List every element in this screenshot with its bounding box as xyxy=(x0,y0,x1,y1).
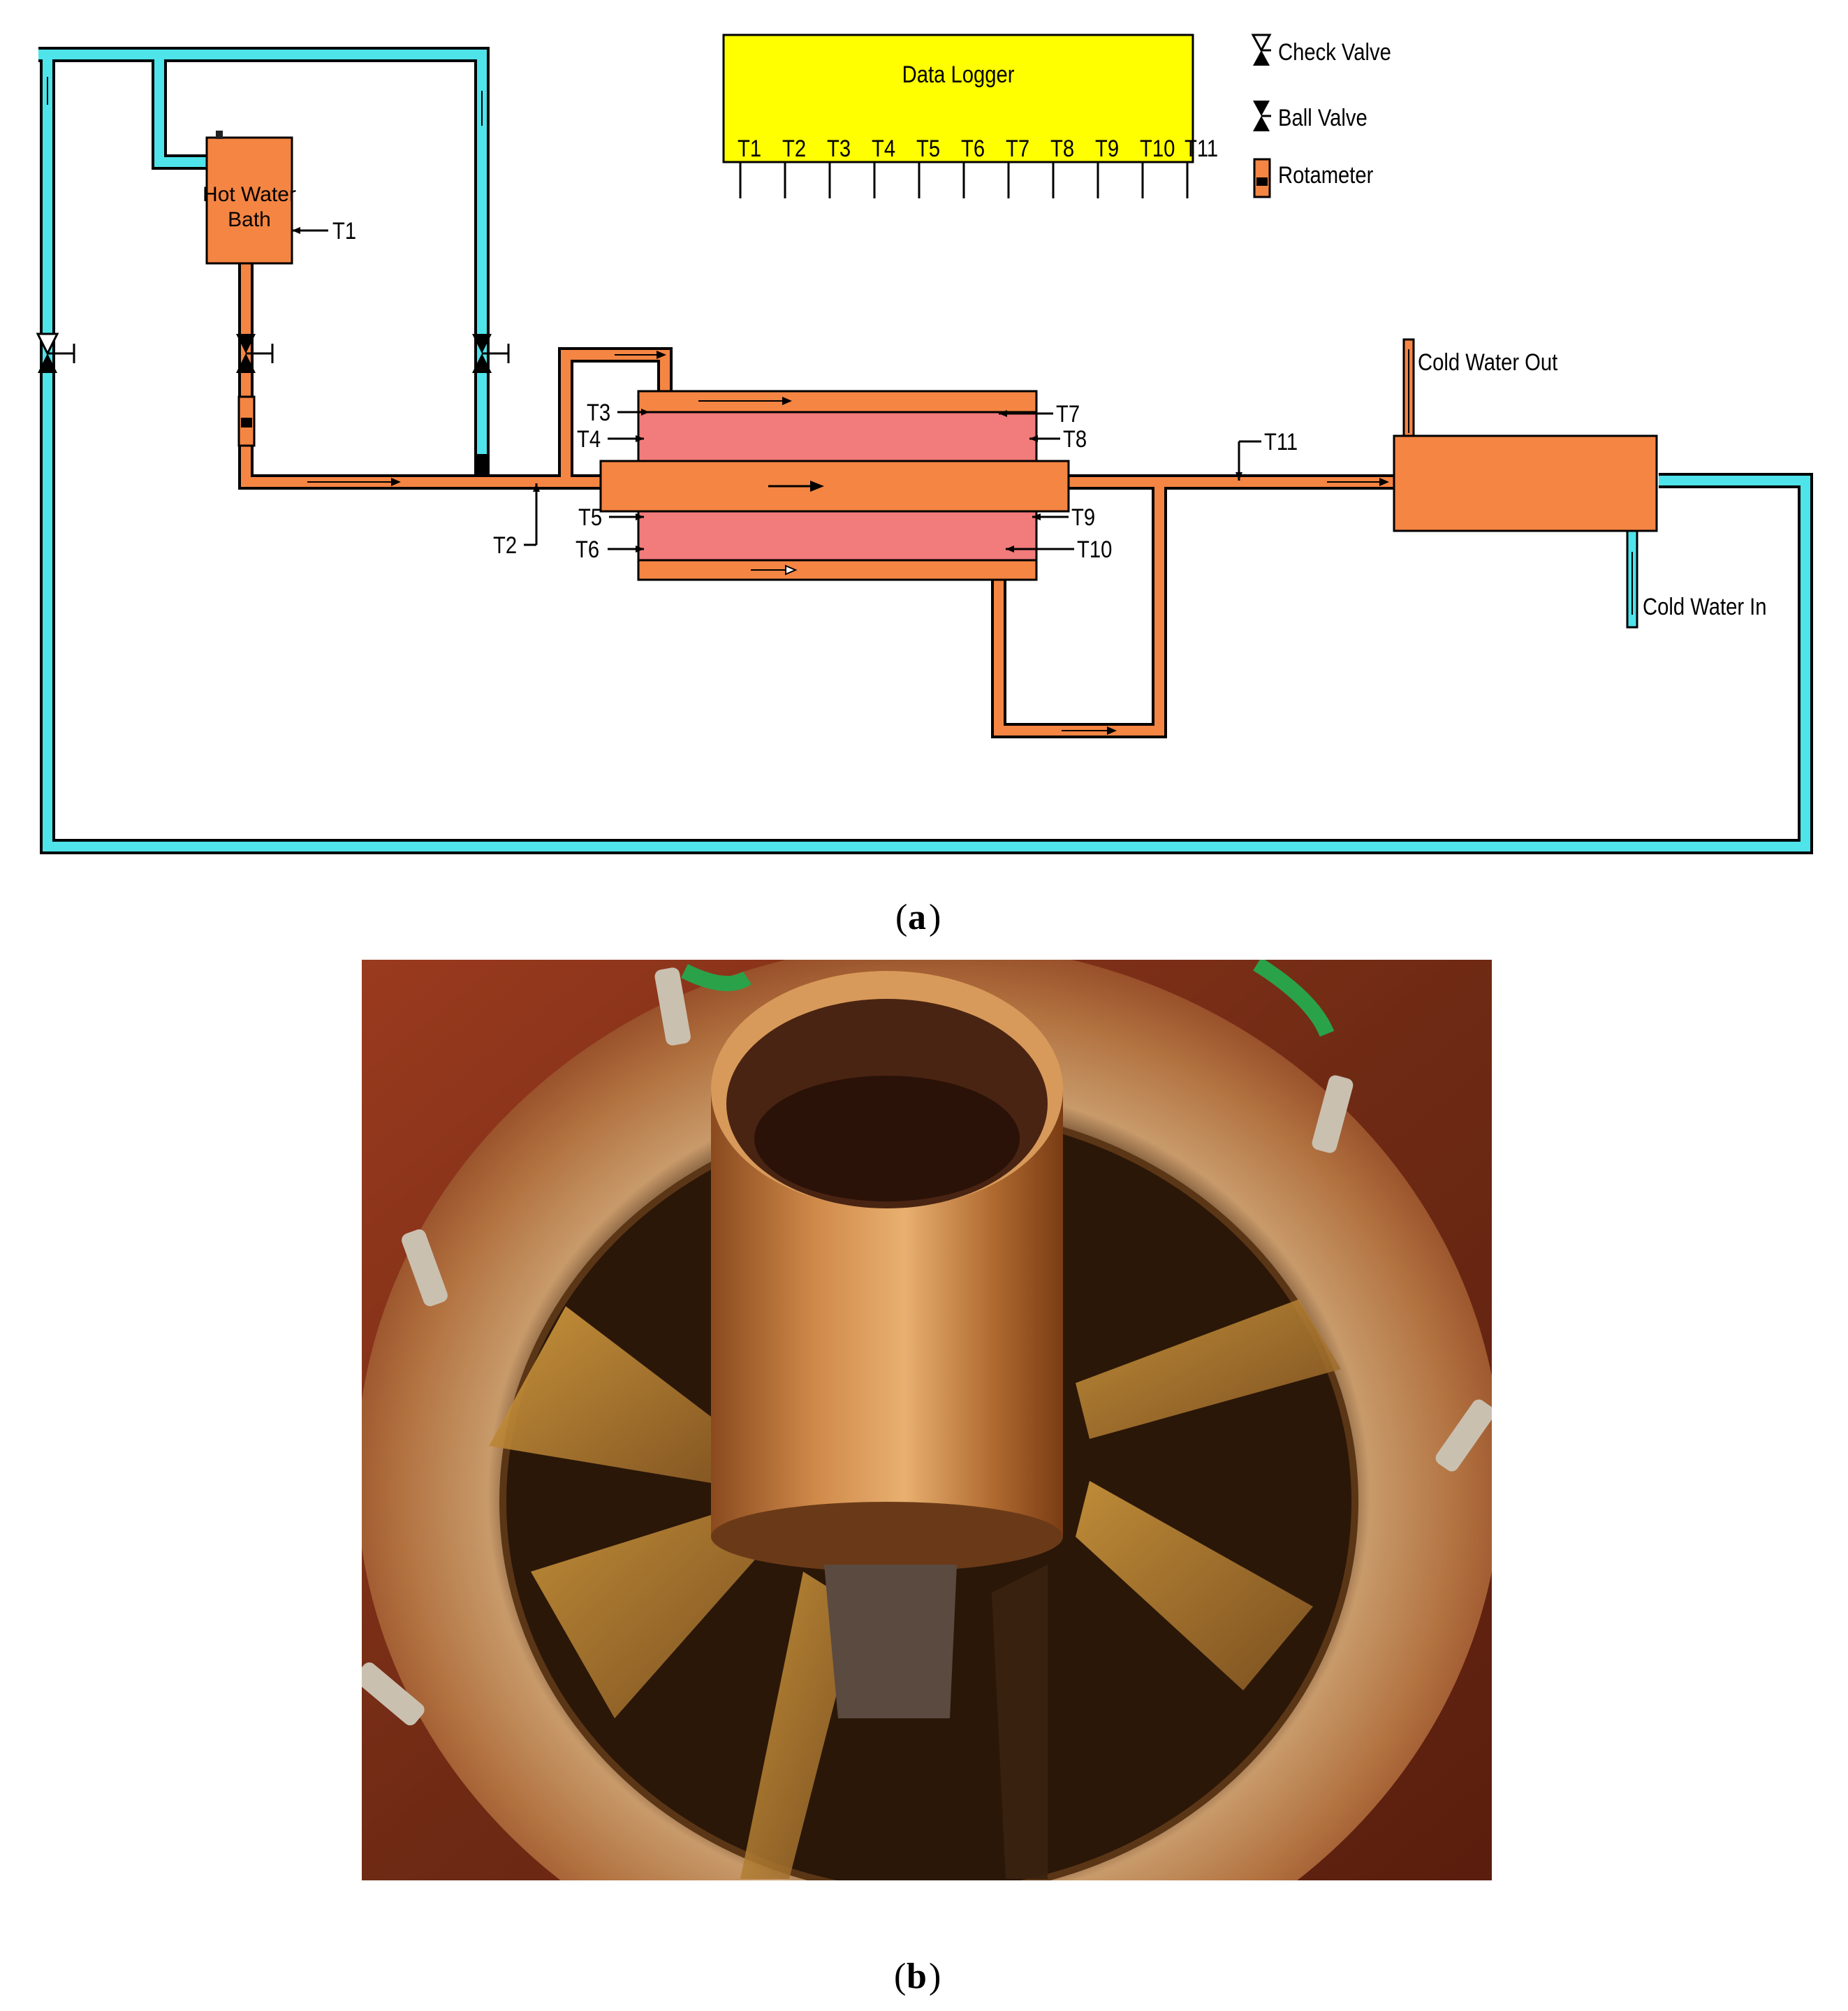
sensor-t8: T8 xyxy=(1029,425,1087,453)
legend-check-valve-label: Check Valve xyxy=(1278,38,1391,66)
legend-ball-valve-icon xyxy=(1253,101,1271,131)
svg-text:T4: T4 xyxy=(577,425,601,453)
annulus-bottom xyxy=(637,510,1038,562)
logger-channel-t5: T5 xyxy=(916,135,940,162)
outer-annulus-top xyxy=(637,390,1038,414)
outer-annulus-bottom xyxy=(637,559,1038,581)
logger-channel-t10: T10 xyxy=(1140,135,1175,162)
heat-exchanger xyxy=(599,390,1070,581)
legend-check-valve-icon xyxy=(1251,34,1272,66)
logger-channel-t4: T4 xyxy=(872,135,895,162)
ball-valve-icon xyxy=(236,334,274,373)
legend-rotameter-icon xyxy=(1253,158,1271,198)
check-valve-icon xyxy=(36,332,75,373)
sensor-t9: T9 xyxy=(1032,504,1095,531)
caption-a-open: ( xyxy=(895,898,907,937)
logger-channel-t1: T1 xyxy=(738,135,761,162)
logger-channel-t6: T6 xyxy=(961,135,985,162)
caption-a-close: ) xyxy=(929,898,941,937)
svg-text:T11: T11 xyxy=(1264,428,1298,455)
sensor-t3: T3 xyxy=(587,399,650,426)
svg-text:T7: T7 xyxy=(1056,400,1080,427)
hot-water-bath: Hot Water Bath xyxy=(203,131,296,265)
legend-ball-valve-label: Ball Valve xyxy=(1278,104,1367,131)
logger-channel-t3: T3 xyxy=(827,135,851,162)
cyan-return-loop xyxy=(38,47,1813,854)
hot-water-bath-label-1: Hot Water xyxy=(203,183,296,206)
caption-b-close: ) xyxy=(929,1957,941,1996)
logger-channel-t11: T11 xyxy=(1185,135,1218,162)
cold-water-in-label: Cold Water In xyxy=(1643,593,1767,620)
logger-channel-t2: T2 xyxy=(782,135,806,162)
svg-text:T1: T1 xyxy=(332,217,356,244)
svg-text:T3: T3 xyxy=(587,399,610,426)
ball-valve-icon xyxy=(472,334,510,373)
logger-channel-t8: T8 xyxy=(1050,135,1074,162)
caption-b-letter: b xyxy=(907,1957,927,1996)
svg-text:T2: T2 xyxy=(493,532,517,559)
rotameter-icon xyxy=(237,395,256,447)
cold-water-heat-sink xyxy=(1393,434,1658,532)
legend: Check Valve Ball Valve Rotameter xyxy=(1251,34,1391,198)
data-logger: Data Logger T1 T2 T3 T4 T5 T6 T7 T8 T9 T10 T11 xyxy=(722,34,1218,198)
finned-tube-photo xyxy=(362,960,1492,1880)
cold-water-in-pipe xyxy=(1626,529,1638,629)
legend-rotameter-label: Rotameter xyxy=(1278,161,1374,189)
sensor-t11: T11 xyxy=(1235,428,1298,481)
cold-water-out-pipe xyxy=(1402,338,1415,439)
svg-text:T5: T5 xyxy=(578,504,602,531)
logger-channel-t7: T7 xyxy=(1006,135,1029,162)
svg-text:T8: T8 xyxy=(1063,425,1087,453)
hot-water-bath-label-2: Bath xyxy=(228,208,271,231)
sensor-t4: T4 xyxy=(577,425,644,453)
data-logger-title: Data Logger xyxy=(902,61,1015,88)
sensor-t1: T1 xyxy=(292,217,356,244)
sensor-t5: T5 xyxy=(578,504,644,531)
heat-exchanger-schematic: Hot Water Bath T1 T2 xyxy=(36,34,1813,854)
sensor-t2: T2 xyxy=(493,483,540,559)
svg-text:T6: T6 xyxy=(575,536,599,563)
svg-text:T9: T9 xyxy=(1071,504,1095,531)
svg-text:T10: T10 xyxy=(1077,536,1112,563)
inner-tube xyxy=(599,460,1070,513)
logger-channel-t9: T9 xyxy=(1095,135,1119,162)
sensor-t10: T10 xyxy=(1006,536,1112,563)
annulus-top xyxy=(637,411,1038,462)
caption-a-letter: a xyxy=(908,898,926,937)
cold-water-out-label: Cold Water Out xyxy=(1418,349,1557,376)
sensor-t6: T6 xyxy=(575,536,644,563)
sensor-t7: T7 xyxy=(999,400,1080,427)
caption-b-open: ( xyxy=(894,1957,906,1996)
